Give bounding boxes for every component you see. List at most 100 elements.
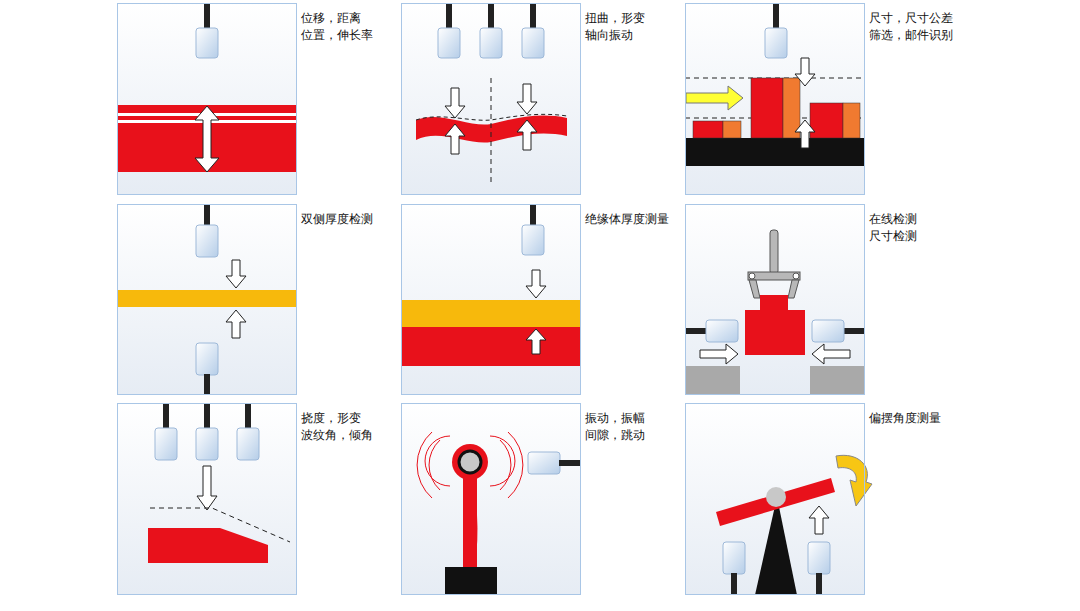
insulator-thickness-sketch: [401, 204, 581, 366]
application-panel: 位移，距离 位置，伸长率: [117, 3, 297, 195]
deflection-sketch-part: [163, 403, 169, 429]
deflection-sketch-part: [204, 403, 210, 429]
displacement-sketch-part: [195, 106, 219, 172]
deflection-sketch-part: [148, 528, 268, 563]
panel-ground-part: [117, 204, 297, 395]
panel-caption: 扭曲，形变 轴向振动: [585, 10, 648, 44]
double-thickness-sketch-part: [196, 343, 218, 375]
size-sketch: [685, 3, 865, 166]
vibration-sketch-part: [490, 436, 515, 486]
inline-inspection-sketch-part: [812, 344, 850, 364]
panel-caption: 位移，距离 位置，伸长率: [301, 10, 376, 44]
size-sketch-part: [795, 120, 815, 148]
torsion-sketch: [416, 3, 567, 182]
torsion-sketch-part: [480, 28, 502, 58]
swing-angle-sketch-part: [766, 487, 786, 507]
double-thickness-sketch-part: [117, 290, 297, 307]
panel-ground-part: [117, 3, 297, 195]
application-panel: 挠度，形变 波纹角，倾角: [117, 403, 297, 595]
application-panel: 尺寸，尺寸公差 筛选，邮件识别: [685, 3, 865, 195]
panel-caption: 绝缘体厚度测量: [585, 211, 672, 228]
inline-inspection-sketch-part: [748, 272, 800, 280]
deflection-sketch-part: [197, 466, 217, 510]
inline-inspection-sketch-part: [700, 344, 738, 364]
swing-angle-sketch: [716, 455, 872, 595]
deflection-sketch-part: [155, 428, 177, 460]
inline-inspection-sketch-part: [685, 328, 707, 334]
torsion-sketch-part: [517, 120, 537, 150]
displacement-sketch-part: [196, 28, 218, 58]
vibration-sketch-part: [452, 444, 488, 480]
size-sketch-part: [685, 138, 865, 166]
inline-inspection-sketch-part: [749, 273, 755, 279]
panel-caption: 振动，振幅 间隙，跳动: [585, 410, 648, 444]
torsion-sketch-part: [491, 78, 492, 182]
application-panel: 绝缘体厚度测量: [401, 204, 581, 395]
swing-angle-sketch-part: [731, 573, 737, 595]
inline-inspection-sketch-part: [749, 280, 760, 298]
application-panel: 双侧厚度检测: [117, 204, 297, 395]
vibration-sketch-part: [429, 440, 440, 490]
inline-inspection-sketch-part: [788, 280, 799, 298]
size-sketch-part: [810, 103, 843, 138]
double-thickness-sketch-part: [204, 374, 210, 395]
vibration-sketch-part: [445, 567, 497, 595]
size-sketch-part: [751, 78, 783, 138]
vibration-sketch-part: [500, 440, 511, 490]
deflection-sketch: [148, 403, 290, 563]
panel-caption: 挠度，形变 波纹角，倾角: [301, 410, 376, 444]
displacement-sketch-part: [117, 105, 297, 172]
swing-angle-sketch-part: [816, 573, 822, 595]
torsion-sketch-part: [445, 88, 465, 118]
insulator-thickness-sketch-part: [401, 300, 581, 327]
panel-caption: 双侧厚度检测: [301, 211, 376, 228]
double-thickness-sketch: [117, 204, 297, 395]
double-thickness-sketch-part: [226, 260, 246, 288]
vibration-sketch-part: [417, 432, 432, 498]
deflection-sketch-part: [237, 428, 259, 460]
inline-inspection-sketch-part: [685, 366, 740, 395]
insulator-thickness-sketch-part: [526, 270, 546, 298]
displacement-sketch: [117, 3, 297, 172]
panel-ground-part: [685, 204, 865, 395]
size-sketch-part: [765, 28, 787, 58]
application-panel: 振动，振幅 间隙，跳动: [401, 403, 581, 595]
torsion-sketch-part: [438, 28, 460, 58]
insulator-thickness-sketch-part: [522, 225, 544, 255]
panel-ground-part: [401, 403, 581, 595]
panel-ground-part: [117, 403, 297, 595]
torsion-sketch-part: [522, 28, 544, 58]
inline-inspection-sketch-part: [843, 328, 865, 334]
swing-angle-sketch-part: [723, 542, 745, 574]
torsion-sketch-part: [446, 3, 452, 29]
swing-angle-sketch-part: [836, 455, 872, 506]
panel-ground: [117, 3, 865, 595]
swing-angle-sketch-part: [809, 506, 829, 534]
inline-inspection-sketch-part: [810, 366, 865, 395]
deflection-sketch-part: [245, 403, 251, 429]
displacement-sketch-part: [204, 3, 210, 29]
panel-caption: 偏摆角度测量: [869, 410, 944, 427]
size-sketch-part: [686, 86, 743, 110]
inline-inspection-sketch-part: [760, 295, 788, 311]
vibration-sketch-part: [425, 436, 450, 486]
inline-inspection-sketch: [685, 230, 865, 395]
double-thickness-sketch-part: [204, 204, 210, 226]
vibration-sketch-part: [459, 451, 481, 473]
panel-caption: 在线检测 尺寸检测: [869, 211, 920, 245]
torsion-sketch-part: [416, 116, 567, 143]
panel-ground-part: [401, 3, 581, 195]
torsion-sketch-part: [517, 84, 537, 114]
inline-inspection-sketch-part: [745, 310, 805, 355]
torsion-sketch-part: [488, 3, 494, 29]
torsion-sketch-part: [530, 3, 536, 29]
panel-ground-part: [685, 403, 865, 595]
torsion-sketch-part: [445, 124, 465, 154]
size-sketch-part: [843, 103, 860, 138]
vibration-sketch-part: [528, 452, 560, 474]
swing-angle-sketch-part: [808, 542, 830, 574]
inline-inspection-sketch-part: [770, 230, 778, 274]
panel-ground-part: [401, 204, 581, 395]
size-sketch-part: [773, 3, 779, 29]
